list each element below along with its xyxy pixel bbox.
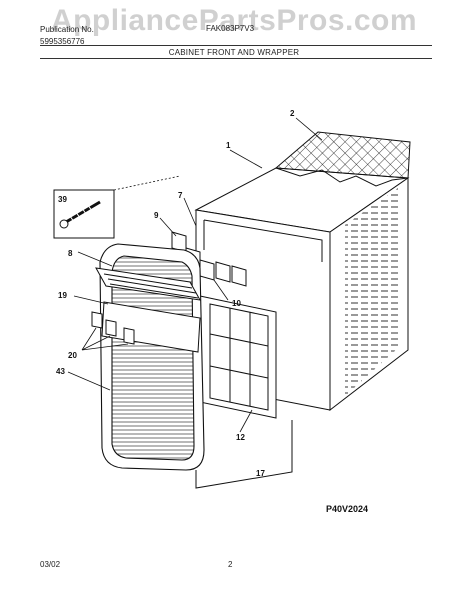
- air-filter: [199, 295, 277, 419]
- publication-info: Publication No. 5995356776: [40, 24, 94, 48]
- callout-7: 7: [178, 191, 183, 200]
- leader-lines: [67, 117, 323, 433]
- publication-number: 5995356776: [40, 37, 85, 46]
- callout-39: 39: [58, 195, 67, 204]
- header-rule-top: [40, 45, 432, 46]
- watermark: AppliancePartsPros.com: [50, 4, 418, 37]
- callout-12: 12: [236, 433, 245, 442]
- rear-grille-mesh: [274, 131, 411, 187]
- callout-43: 43: [56, 367, 65, 376]
- callout-8: 8: [68, 249, 73, 258]
- section-title: CABINET FRONT AND WRAPPER: [168, 48, 300, 57]
- callout-17: 17: [256, 469, 265, 478]
- callout-2: 2: [290, 109, 295, 118]
- footer-page-number: 2: [228, 560, 233, 569]
- model-number: FAK083P7V3: [206, 24, 255, 33]
- diagram-code: P40V2024: [326, 504, 368, 514]
- control-knobs: [91, 311, 135, 345]
- header-rule-bottom: [40, 58, 432, 59]
- callout-10: 10: [232, 299, 241, 308]
- screw-detail-box: [53, 175, 181, 239]
- assembly-bracket-17: [195, 420, 293, 489]
- callout-20: 20: [68, 351, 77, 360]
- callout-1: 1: [226, 141, 231, 150]
- footer-date: 03/02: [40, 560, 61, 569]
- callout-9: 9: [154, 211, 159, 220]
- callout-19: 19: [58, 291, 67, 300]
- publication-label: Publication No.: [40, 25, 94, 34]
